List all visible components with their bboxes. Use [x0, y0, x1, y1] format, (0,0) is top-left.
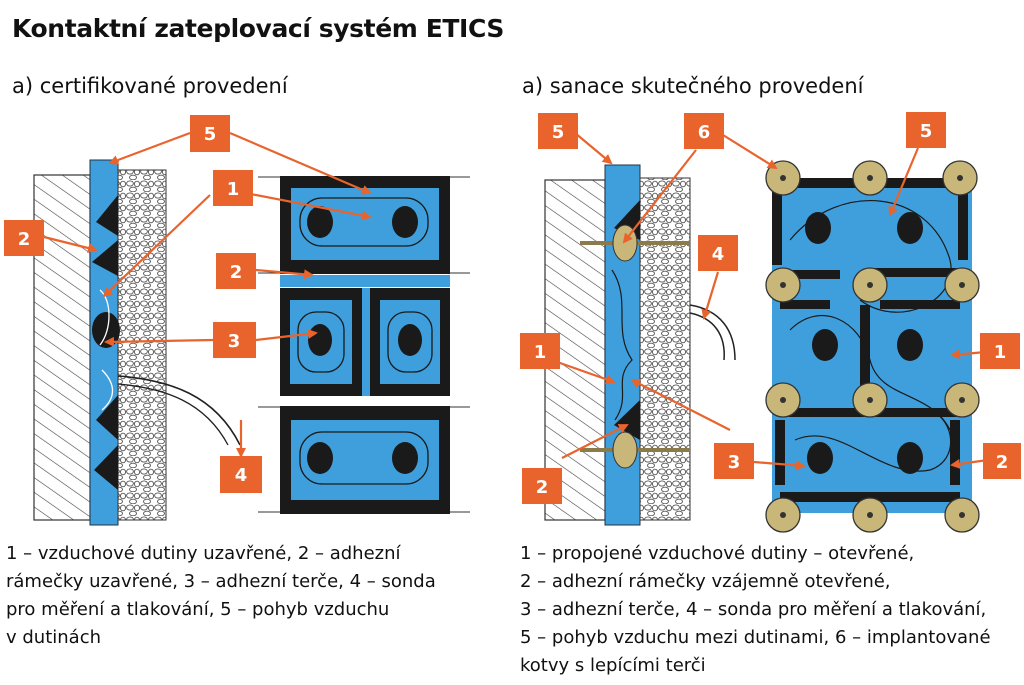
callout-a-3: 3 — [213, 322, 256, 358]
front-a — [258, 176, 470, 514]
svg-text:2: 2 — [230, 262, 243, 283]
legend-line: 1 – vzduchové dutiny uzavřené, 2 – adhez… — [6, 543, 401, 564]
legend-line: rámečky uzavřené, 3 – adhezní terče, 4 –… — [6, 571, 436, 592]
air-paths-b — [789, 200, 952, 472]
svg-text:1: 1 — [534, 342, 547, 363]
callout-a-4: 4 — [220, 456, 262, 493]
callout-b-5-right: 5 — [906, 112, 946, 148]
callout-b-3: 3 — [714, 443, 754, 479]
diagram-title: Kontaktní zateplovací systém ETICS — [12, 14, 504, 43]
eps-board-a — [117, 169, 167, 521]
callout-b-5-left: 5 — [538, 113, 578, 149]
svg-text:2: 2 — [18, 229, 31, 250]
callout-b-2-left: 2 — [522, 468, 562, 504]
svg-text:1: 1 — [994, 342, 1007, 363]
subtitle-certified: a) certifikované provedení — [12, 74, 288, 98]
legend-certified: 1 – vzduchové dutiny uzavřené, 2 – adhez… — [6, 540, 476, 652]
legend-line: 2 – adhezní rámečky vzájemně otevřené, — [520, 571, 891, 592]
svg-text:2: 2 — [996, 452, 1009, 473]
callouts-a: 5 1 2 2 3 4 — [4, 115, 262, 493]
svg-text:4: 4 — [712, 244, 725, 265]
svg-text:1: 1 — [227, 179, 240, 200]
legend-line: 1 – propojené vzduchové dutiny – otevřen… — [520, 543, 915, 564]
probe-a — [117, 375, 241, 446]
subtitle-remediation: a) sanace skutečného provedení — [522, 74, 864, 98]
legend-line: pro měření a tlakování, 5 – pohyb vzduch… — [6, 599, 390, 620]
callout-b-4: 4 — [698, 235, 738, 271]
legend-remediation: 1 – propojené vzduchové dutiny – otevřen… — [520, 540, 1020, 680]
svg-text:5: 5 — [920, 121, 933, 142]
svg-text:5: 5 — [204, 124, 217, 145]
front-b — [765, 160, 980, 533]
section-b — [544, 164, 736, 526]
section-a — [33, 159, 241, 526]
adhesive-dabs-a — [92, 195, 120, 490]
svg-text:2: 2 — [536, 477, 549, 498]
legend-line: 5 – pohyb vzduchu mezi dutinami, 6 – imp… — [520, 627, 991, 648]
legend-line: kotvy s lepícími terči — [520, 655, 706, 676]
svg-text:5: 5 — [552, 122, 565, 143]
eps-board-b — [639, 177, 691, 521]
callout-a-2-right: 2 — [216, 253, 256, 289]
legend-line: v dutinách — [6, 627, 102, 648]
svg-text:4: 4 — [235, 465, 248, 486]
callout-arrows — [43, 131, 989, 471]
callout-b-1-right: 1 — [980, 333, 1020, 369]
air-loops-a — [297, 197, 433, 485]
callout-b-6: 6 — [684, 113, 724, 149]
svg-text:6: 6 — [698, 122, 711, 143]
callout-a-2-left: 2 — [4, 220, 44, 256]
callout-b-1-left: 1 — [520, 333, 560, 369]
anchors-front-b — [765, 160, 980, 533]
svg-text:3: 3 — [728, 452, 741, 473]
callout-a-5: 5 — [190, 115, 230, 152]
callout-a-1: 1 — [213, 170, 253, 206]
svg-text:3: 3 — [228, 331, 241, 352]
adhesive-dabs-front-a — [307, 206, 422, 474]
probe-b — [689, 304, 736, 361]
callout-b-2-right: 2 — [983, 443, 1021, 479]
legend-line: 3 – adhezní terče, 4 – sonda pro měření … — [520, 599, 987, 620]
callouts-b: 5 6 5 4 1 1 3 2 2 — [520, 112, 1021, 504]
